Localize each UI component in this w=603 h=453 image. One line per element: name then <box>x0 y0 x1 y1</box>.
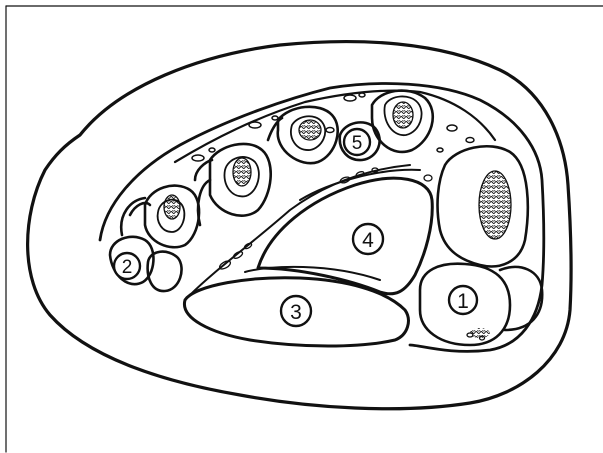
label-2-text: 2 <box>122 257 133 278</box>
fascia-lines <box>190 165 420 295</box>
label-5: 5 <box>344 129 370 155</box>
fascia-vessels <box>218 168 484 340</box>
label-4: 4 <box>353 224 383 254</box>
label-4-text: 4 <box>362 229 374 252</box>
inner-contour <box>100 84 544 352</box>
page-border <box>6 6 603 452</box>
label-1-text: 1 <box>457 290 469 313</box>
label-1: 1 <box>449 286 477 314</box>
label-3-text: 3 <box>290 301 302 324</box>
label-3: 3 <box>281 296 311 326</box>
label-5-text: 5 <box>352 133 363 154</box>
label-2: 2 <box>114 253 140 279</box>
